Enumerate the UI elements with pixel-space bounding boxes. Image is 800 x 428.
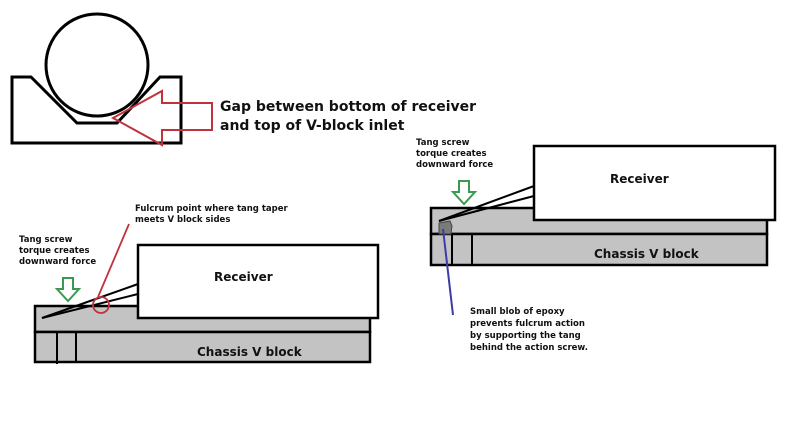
epoxy-note-line3: by supporting the tang bbox=[470, 331, 581, 341]
fulcrum-pointer bbox=[97, 223, 130, 298]
gap-label-line2: and top of V-block inlet bbox=[220, 118, 405, 134]
v-block-outline bbox=[10, 75, 183, 145]
fulcrum-note-line2: meets V block sides bbox=[135, 215, 230, 225]
left-side-view: Chassis V block Receiver Fulcrum point w… bbox=[19, 204, 380, 364]
epoxy-note-line2: prevents fulcrum action bbox=[470, 319, 585, 329]
tang-line-lower bbox=[41, 293, 139, 319]
right-side-view: Chassis V block Receiver Tang screw torq… bbox=[416, 138, 777, 353]
gap-arrow-icon bbox=[110, 89, 213, 147]
fulcrum-marker-icon bbox=[92, 296, 110, 314]
tang-note-line2: torque creates bbox=[19, 246, 90, 256]
receiver-circle bbox=[44, 12, 150, 118]
tang-note-line2: torque creates bbox=[416, 149, 487, 159]
epoxy-blob bbox=[438, 220, 453, 235]
gap-label-line1: Gap between bottom of receiver bbox=[220, 99, 476, 115]
tang-note-line1: Tang screw bbox=[19, 235, 73, 245]
epoxy-note-line1: Small blob of epoxy bbox=[470, 307, 565, 317]
receiver-label: Receiver bbox=[214, 270, 273, 284]
chassis-block-label: Chassis V block bbox=[197, 345, 303, 359]
fulcrum-note-line1: Fulcrum point where tang taper bbox=[135, 204, 288, 214]
tang-line-upper bbox=[438, 185, 535, 222]
downward-force-arrow-icon bbox=[450, 180, 478, 206]
chassis-v-block bbox=[429, 232, 769, 267]
chassis-v-block bbox=[33, 330, 372, 364]
epoxy-pointer bbox=[442, 228, 454, 316]
tang-note-line1: Tang screw bbox=[416, 138, 470, 148]
chassis-block-label: Chassis V block bbox=[594, 247, 700, 261]
tang-note-line3: downward force bbox=[19, 257, 96, 267]
downward-force-arrow-icon bbox=[54, 277, 82, 303]
tang-line-lower bbox=[438, 195, 535, 222]
tang-line-upper bbox=[41, 283, 139, 319]
receiver-box bbox=[532, 144, 777, 222]
epoxy-note-line4: behind the action screw. bbox=[470, 343, 588, 353]
receiver-box bbox=[136, 243, 380, 320]
tang-note-line3: downward force bbox=[416, 160, 493, 170]
receiver-label: Receiver bbox=[610, 172, 669, 186]
v-block-cross-section: Gap between bottom of receiver and top o… bbox=[10, 12, 476, 147]
